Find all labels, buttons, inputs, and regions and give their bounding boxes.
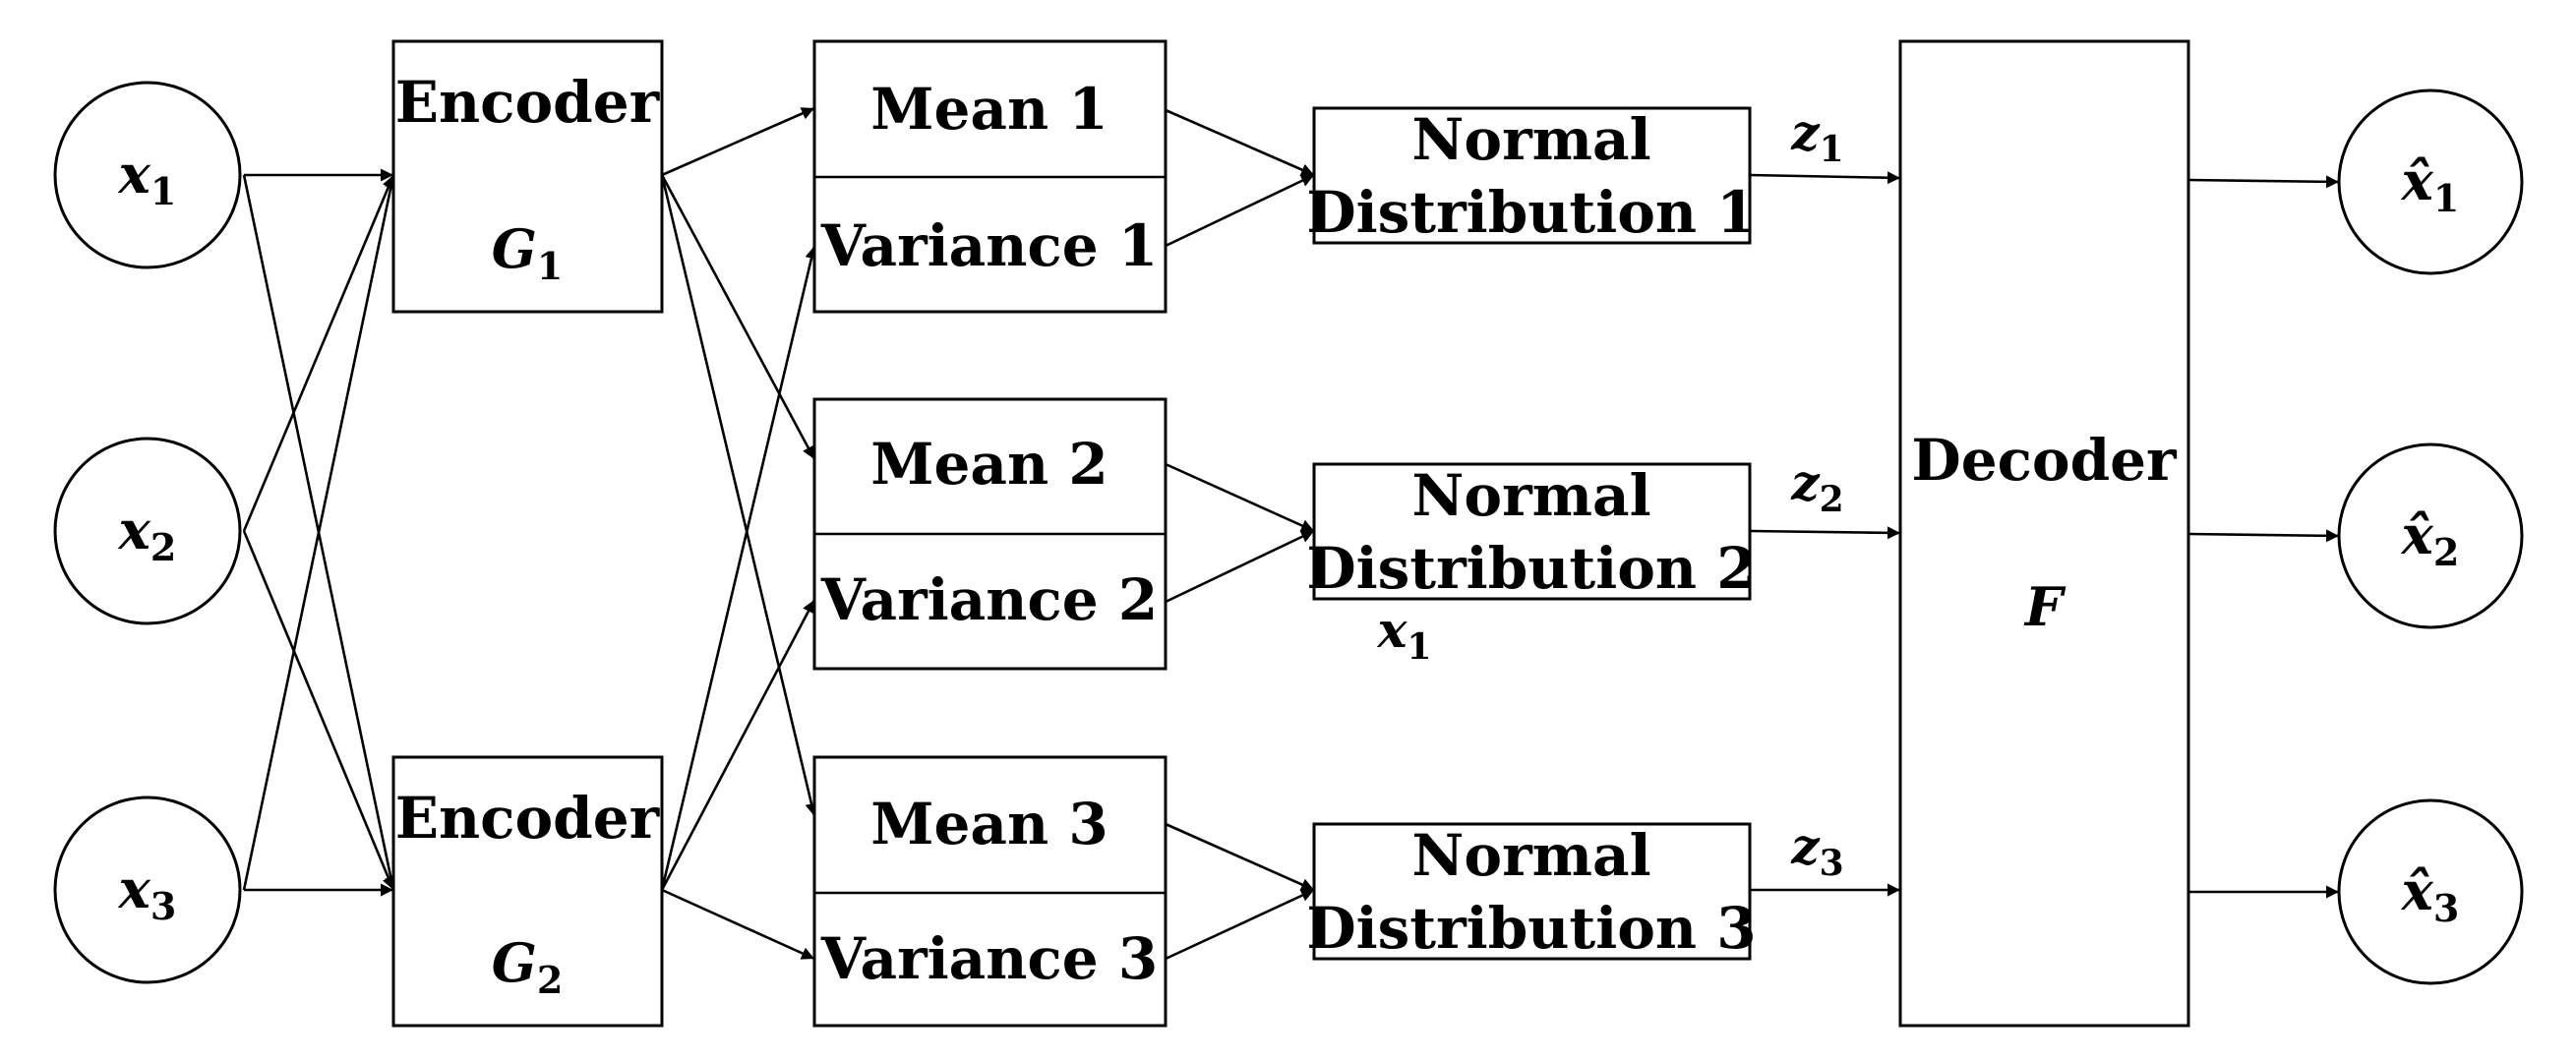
mean-variance-block-3 (812, 755, 1168, 1028)
edge-decoder-out2 (2187, 529, 2340, 543)
encoder-1-box (391, 39, 664, 314)
input-nodes: x1 x2 x3 (53, 81, 242, 984)
normal-distribution-2-box (1312, 462, 1752, 601)
output-label-xhat1: x̂1 (2401, 149, 2460, 220)
edge-mean3-dist3 (1165, 822, 1315, 892)
edge-encoder2-variance2 (660, 599, 816, 891)
edge-x3-encoder1 (242, 174, 397, 891)
edge-dist2-decoder (1749, 526, 1901, 540)
edge-encoder1-mean1 (661, 106, 815, 177)
encoder-1-symbol: G1 (492, 217, 564, 288)
edges (242, 106, 2340, 961)
normal-distribution-1-line1: Normal (1411, 106, 1650, 173)
input-node-x3 (53, 796, 242, 984)
edge-mean1-dist1 (1165, 108, 1315, 177)
mean-2-label: Mean 2 (870, 431, 1108, 498)
encoder-2-label: Encoder (395, 785, 661, 852)
normal-distribution-3-line2: Distribution 3 (1306, 895, 1756, 962)
variance-3-label: Variance 3 (820, 925, 1158, 992)
input-label-x2: x2 (118, 499, 177, 569)
input-node-x2 (53, 437, 242, 625)
mean-3-label: Mean 3 (870, 791, 1108, 857)
encoders: Encoder G1 Encoder G2 (391, 39, 664, 1028)
variance-2-label: Variance 2 (820, 566, 1158, 633)
normal-distribution-3-box (1312, 822, 1752, 961)
edge-encoder2-variance3 (661, 888, 815, 961)
output-label-xhat3: x̂3 (2401, 859, 2460, 930)
edge-decoder-out1 (2187, 175, 2340, 189)
decoder: Decoder F (1898, 39, 2190, 1028)
mean-1-label: Mean 1 (870, 76, 1108, 143)
input-label-x1: x1 (118, 143, 177, 213)
normal-distribution-2-line1: Normal (1411, 462, 1650, 529)
latent-label-z3: z3 (1790, 817, 1843, 884)
edge-x2-encoder1 (242, 174, 395, 532)
edge-mean2-dist2 (1165, 462, 1315, 533)
output-node-xhat2 (2337, 442, 2524, 629)
latent-label-z1: z1 (1790, 103, 1843, 170)
normal-distribution-3-line1: Normal (1411, 822, 1650, 889)
encoder-1-label: Encoder (395, 69, 661, 136)
decoder-symbol: F (2023, 575, 2067, 638)
output-label-xhat2: x̂2 (2401, 503, 2460, 574)
decoder-label: Decoder (1911, 427, 2178, 494)
edge-dist1-decoder (1749, 171, 1901, 185)
edge-encoder2-variance1 (660, 245, 818, 891)
edge-variance3-dist3 (1165, 888, 1315, 961)
output-node-xhat1 (2337, 88, 2524, 275)
normal-distributions: Normal Distribution 1 Normal Distributio… (1306, 106, 1756, 962)
normal-distribution-2-line2: Distribution 2 (1306, 535, 1756, 602)
output-nodes: x̂1 x̂2 x̂3 (2337, 88, 2524, 985)
edge-variance2-dist2 (1165, 529, 1315, 604)
variance-1-label: Variance 1 (820, 212, 1158, 279)
latent-labels: z1 z2 z3 (1790, 103, 1843, 884)
normal-distribution-1-line2: Distribution 1 (1306, 179, 1756, 246)
latent-label-z2: z2 (1790, 453, 1843, 520)
encoder-2-symbol: G2 (492, 931, 564, 1002)
edge-variance1-dist1 (1165, 173, 1315, 248)
decoder-box (1898, 39, 2190, 1028)
output-node-xhat3 (2337, 798, 2524, 985)
input-node-x1 (53, 81, 242, 269)
input-label-x3: x3 (118, 857, 177, 928)
encoder-2-box (391, 755, 664, 1028)
mean-variance-blocks: Mean 1 Variance 1 Mean 2 Variance 2 Mean… (812, 39, 1168, 1028)
normal-distribution-1-box (1312, 106, 1752, 245)
edge-encoder1-mean3 (660, 174, 818, 817)
stray-x1-label: x1 (1377, 601, 1432, 668)
edge-x2-encoder2 (242, 530, 395, 891)
edge-encoder1-mean2 (660, 174, 816, 460)
